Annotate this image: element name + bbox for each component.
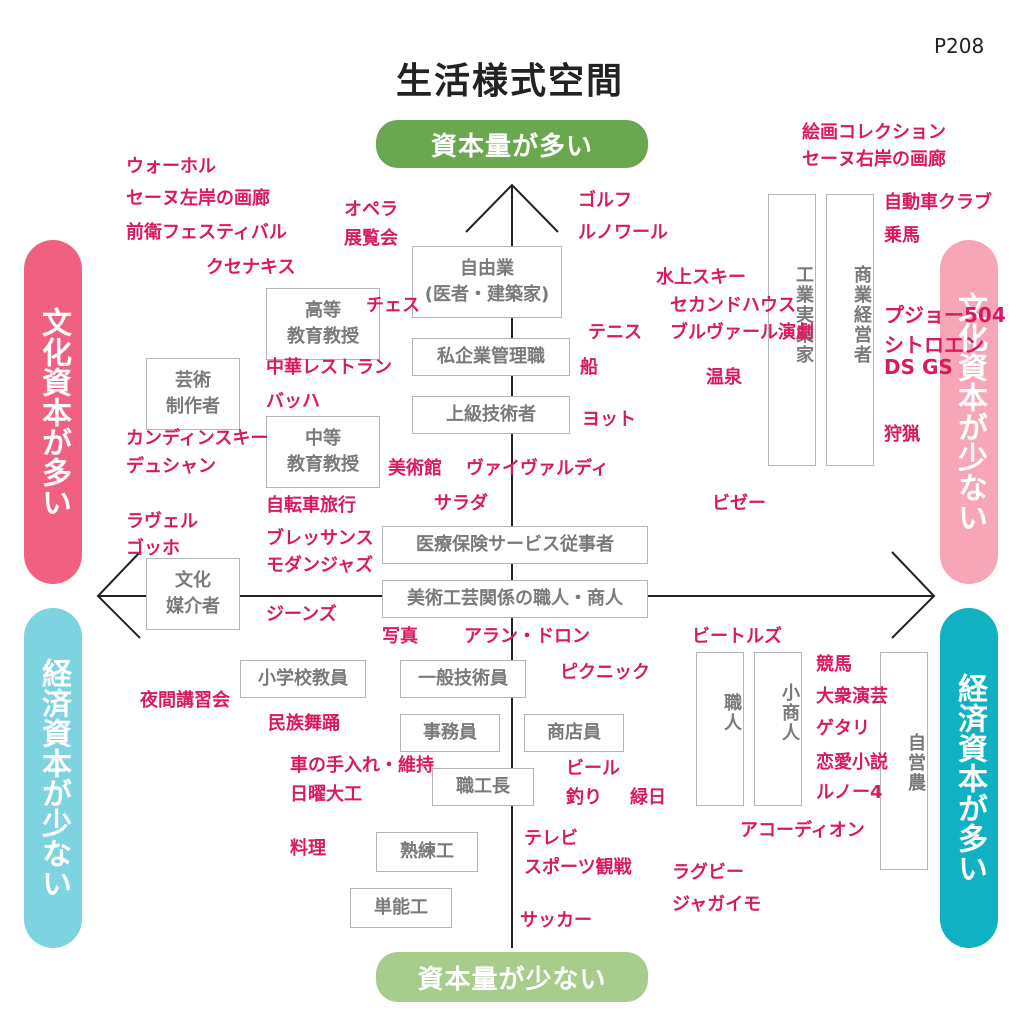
practice-label: ヨット (582, 409, 636, 430)
left-arrowhead (96, 551, 141, 639)
occupation-box: 美術工芸関係の職人・商人 (382, 580, 648, 618)
practice-label: ラヴェル (126, 511, 198, 532)
practice-label: 恋愛小説 (816, 752, 888, 773)
practice-label: 乗馬 (884, 225, 920, 246)
occupation-box: 自営農 (880, 652, 928, 870)
practice-label: ラグビー (672, 862, 744, 883)
occupation-box: 事務員 (400, 714, 500, 752)
practice-label: セーヌ左岸の画廊 (126, 188, 270, 209)
practice-label: バッハ (266, 391, 320, 412)
occupation-box: 一般技術員 (400, 660, 526, 698)
practice-label: 絵画コレクション (802, 122, 946, 143)
practice-label: 写真 (382, 626, 418, 647)
page-number: P208 (934, 34, 985, 58)
practice-label: セーヌ右岸の画廊 (802, 149, 946, 170)
practice-label: アコーディオン (740, 820, 865, 841)
page-title: 生活様式空間 (395, 61, 624, 102)
practice-label: シトロエン (884, 333, 984, 357)
practice-label: ビール (566, 758, 620, 779)
occupation-box: 職人 (696, 652, 744, 806)
practice-label: カンディンスキー (126, 428, 269, 449)
practice-label: 中華レストラン (266, 357, 392, 378)
practice-label: ルノワール (578, 222, 668, 243)
practice-label: ジーンズ (266, 604, 337, 625)
practice-label: 夜間講習会 (140, 690, 230, 711)
practice-label: プジョー504 (884, 303, 1006, 327)
practice-label: セカンドハウス (670, 295, 796, 316)
occupation-box: 自由業 (医者・建築家) (412, 246, 562, 318)
practice-label: ジャガイモ (672, 894, 762, 915)
practice-label: ブルヴァール演劇 (670, 322, 814, 343)
practice-label: アラン・ドロン (464, 626, 590, 647)
practice-label: 展覧会 (344, 228, 398, 249)
practice-label: デュシャン (126, 456, 216, 477)
occupation-box: 文化 媒介者 (146, 558, 240, 630)
bottom-axis-label: 資本量が少ない (376, 952, 648, 1002)
practice-label: ルノー4 (816, 782, 883, 803)
practice-label: 民族舞踊 (268, 713, 340, 734)
occupation-box: 商店員 (524, 714, 624, 752)
practice-label: 料理 (290, 838, 326, 859)
practice-label: 水上スキー (656, 267, 746, 288)
practice-label: DS GS (884, 355, 953, 379)
top-arrowhead (465, 183, 559, 233)
practice-label: 自動車クラブ (884, 192, 992, 213)
practice-label: 狩猟 (884, 424, 920, 445)
occupation-box: 私企業管理職 (412, 338, 570, 376)
practice-label: モダンジャズ (266, 555, 374, 576)
occupation-box: 商業経営者 (826, 194, 874, 466)
top-axis-label: 資本量が多い (376, 120, 648, 168)
left-upper-axis-label: 文化資本が多い (24, 240, 82, 584)
practice-label: 釣り (566, 787, 602, 808)
practice-label: ブレッサンス (266, 528, 374, 549)
occupation-box: 芸術 制作者 (146, 358, 240, 430)
practice-label: サッカー (520, 910, 592, 931)
practice-label: 大衆演芸 (816, 686, 888, 707)
occupation-box: 小学校教員 (240, 660, 366, 698)
practice-label: ゴッホ (126, 538, 180, 559)
practice-label: ピクニック (560, 662, 650, 683)
practice-label: 緑日 (630, 787, 666, 808)
practice-label: クセナキス (206, 257, 296, 278)
practice-label: 日曜大工 (290, 784, 362, 805)
practice-label: 船 (580, 357, 598, 378)
practice-label: ゲタリ (816, 718, 870, 739)
practice-label: テニス (588, 322, 642, 343)
left-lower-axis-label: 経済資本が少ない (24, 608, 82, 948)
practice-label: サラダ (434, 493, 488, 514)
practice-label: ゴルフ (578, 190, 632, 211)
practice-label: ビートルズ (692, 626, 782, 647)
occupation-box: 職工長 (432, 768, 534, 806)
right-upper-axis-label: 文化資本が少ない (940, 240, 998, 584)
practice-label: 前衛フェスティバル (126, 222, 287, 243)
practice-label: 車の手入れ・維持 (290, 755, 434, 776)
right-arrowhead (891, 551, 936, 639)
practice-label: テレビ (524, 828, 578, 849)
occupation-box: 医療保険サービス従事者 (382, 526, 648, 564)
practice-label: ウォーホル (126, 156, 216, 177)
practice-label: 競馬 (816, 654, 852, 675)
practice-label: 美術館 (388, 458, 442, 479)
practice-label: 温泉 (706, 367, 742, 388)
practice-label: ヴァイヴァルディ (466, 458, 609, 479)
practice-label: スポーツ観戦 (524, 857, 632, 878)
occupation-box: 単能工 (350, 888, 452, 928)
practice-label: 自転車旅行 (266, 495, 356, 516)
occupation-box: 上級技術者 (412, 396, 570, 434)
occupation-box: 工業実業家 (768, 194, 816, 466)
occupation-box: 小商人 (754, 652, 802, 806)
occupation-box: 高等 教育教授 (266, 288, 380, 360)
right-lower-axis-label: 経済資本が多い (940, 608, 998, 948)
practice-label: オペラ (344, 199, 398, 220)
occupation-box: 熟練工 (376, 832, 478, 872)
practice-label: ビゼー (712, 493, 766, 514)
occupation-box: 中等 教育教授 (266, 416, 380, 488)
practice-label: チェス (366, 295, 420, 316)
